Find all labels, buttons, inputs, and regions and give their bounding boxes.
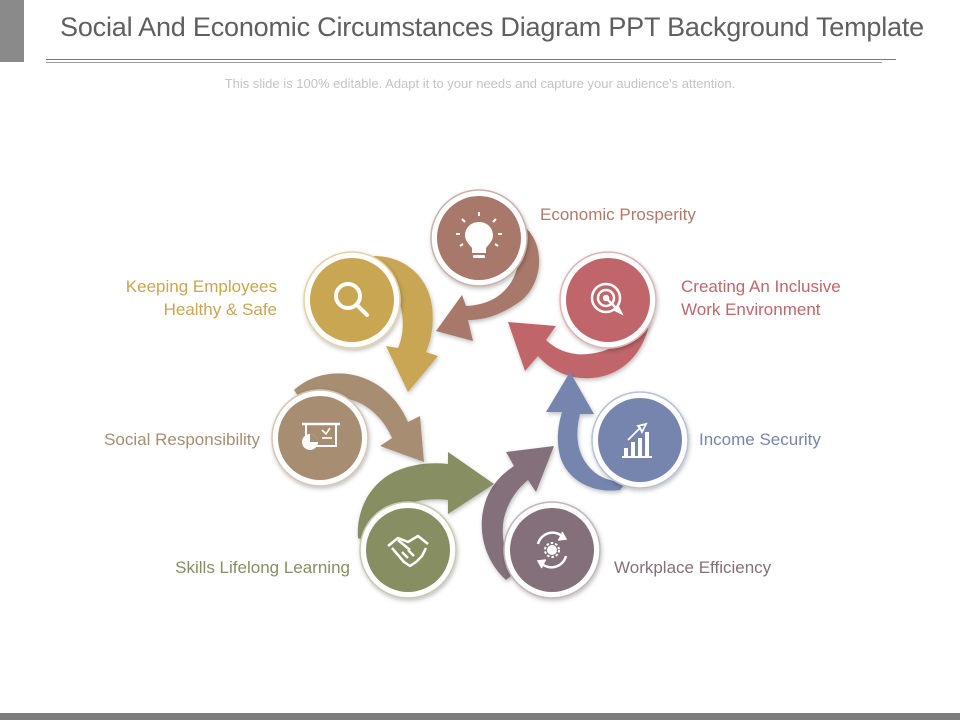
node-keeping-employees [303,251,401,349]
arrow-skills-learning [357,452,494,544]
title-divider [46,59,896,60]
target-icon [590,282,624,316]
node-economic-prosperity [430,189,528,287]
node-inclusive-work [559,251,657,349]
lightbulb-icon [456,212,502,258]
node-workplace-efficiency [503,501,601,599]
arrow-income-security [546,372,626,491]
label-inclusive-work-line2: Work Environment [681,300,821,319]
title-divider-secondary [46,62,882,63]
label-keeping-employees-line1: Keeping Employees [125,277,277,296]
label-workplace-efficiency: Workplace Efficiency [614,558,772,577]
search-icon [334,282,369,317]
label-keeping-employees: Keeping Employees Healthy & Safe [126,275,277,321]
arrow-inclusive-work [508,318,650,379]
arrow-economic-prosperity [436,222,540,341]
node-skills-learning [359,501,457,599]
label-inclusive-work-line1: Creating An Inclusive [681,277,841,296]
handshake-icon [387,534,429,568]
label-inclusive-work: Creating An Inclusive Work Environment [681,275,841,321]
bottom-bar [0,713,960,720]
label-skills-learning: Skills Lifelong Learning [175,558,350,577]
label-economic-prosperity: Economic Prosperity [540,205,696,224]
corner-accent [0,0,24,62]
page-subtitle: This slide is 100% editable. Adapt it to… [224,76,736,91]
bar-chart-icon [622,422,652,458]
label-income-security: Income Security [699,430,821,449]
node-social-responsibility [271,389,369,487]
presentation-icon [302,422,340,450]
node-income-security [591,391,689,489]
arrow-workplace-efficiency [481,446,554,580]
gear-cycle-icon [536,531,568,569]
page-title: Social And Economic Circumstances Diagra… [60,12,924,42]
arrow-keeping-employees [366,256,438,392]
label-keeping-employees-line2: Healthy & Safe [163,300,277,319]
label-social-responsibility: Social Responsibility [104,430,260,449]
